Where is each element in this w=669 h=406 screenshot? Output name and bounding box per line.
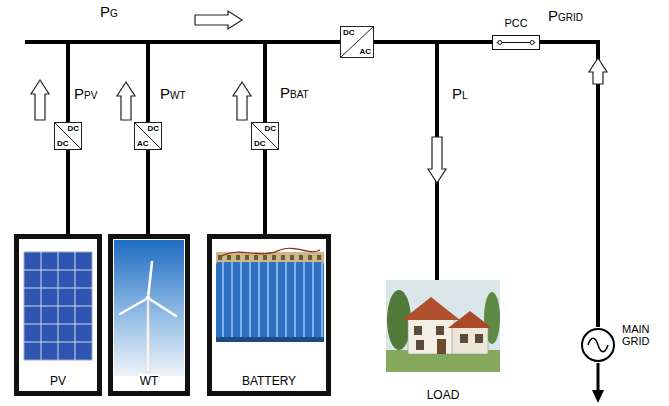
house-picture [386, 280, 500, 372]
dc-dc-converter: DC DC [251, 122, 279, 150]
node-text: DC [147, 124, 159, 133]
power-line [263, 150, 267, 234]
node-text: DC [57, 139, 69, 148]
house-picture [414, 326, 422, 335]
converter-diagonal [55, 123, 81, 149]
battery-box: BATTERY [207, 234, 331, 396]
grid-ground-arrow [592, 363, 604, 403]
wind-turbine-picture [148, 298, 176, 316]
pv-panel-picture [24, 252, 92, 360]
node-text: LOAD [427, 388, 460, 402]
grid-ground-arrow [592, 390, 604, 403]
power-label: PBAT [280, 85, 309, 103]
power-line [146, 150, 150, 234]
pv-panel-picture [24, 252, 92, 360]
power-line [148, 42, 340, 122]
battery-picture [216, 337, 324, 342]
power-flow-arrow [233, 82, 251, 120]
node-text: PV [48, 374, 68, 388]
power-line [540, 42, 598, 327]
bus-extension [25, 40, 68, 44]
wind-turbine-box: WT [108, 234, 190, 396]
pcc-switch: PCC [492, 35, 540, 50]
power-flow-arrow [31, 80, 49, 120]
house-picture [386, 280, 500, 372]
dc-dc-converter: DC DC [54, 122, 82, 150]
power-label: PWT [160, 86, 186, 104]
power-line [374, 42, 437, 280]
pv-panel-picture [24, 270, 92, 271]
node-text: DC [343, 28, 355, 37]
node-text: DC [254, 139, 266, 148]
fuse-symbol [493, 36, 539, 49]
wind-turbine-picture [120, 262, 176, 316]
battery-picture [216, 262, 324, 340]
node-text: PCC [493, 17, 539, 30]
node-text: AC [137, 139, 149, 148]
house-picture [475, 334, 483, 343]
load-house: LOAD [386, 280, 500, 402]
pv-panel-picture [24, 342, 92, 343]
wind-turbine-picture [146, 300, 150, 372]
battery-picture [222, 248, 320, 256]
node-text: MAIN GRID [622, 323, 666, 347]
fuse-symbol [497, 42, 536, 43]
ac-source-symbol [580, 327, 616, 363]
wind-turbine-picture [146, 296, 151, 301]
converter-diagonal [135, 123, 161, 149]
fuse-symbol [530, 41, 534, 45]
fuse-symbol [498, 41, 502, 45]
node-text: BATTERY [240, 374, 298, 388]
house-picture [436, 326, 444, 335]
wind-turbine-picture [114, 240, 184, 376]
house-picture [437, 339, 446, 354]
house-picture [416, 340, 424, 350]
power-label: PG [100, 4, 118, 22]
ac-source-symbol [588, 338, 608, 352]
converter-diagonal [341, 27, 373, 57]
converter-diagonal [252, 123, 278, 149]
power-flow-arrow [117, 82, 135, 120]
house-picture [452, 326, 488, 354]
power-flow-arrow [589, 58, 607, 84]
power-flow-arrow [31, 11, 607, 183]
wind-turbine-picture [148, 262, 152, 298]
main-grid-source: MAIN GRID [580, 327, 616, 363]
power-flow-arrow [195, 11, 242, 29]
node-text: WT [138, 374, 161, 388]
power-line [374, 40, 492, 44]
power-label: PPV [74, 86, 97, 104]
power-line [68, 42, 340, 122]
node-text: DC [67, 124, 79, 133]
bus-extension [25, 42, 68, 43]
power-label: PGRID [548, 8, 583, 26]
pv-panel-picture [24, 306, 92, 307]
dc-ac-inverter: DC AC [340, 26, 374, 58]
wind-turbine-picture [114, 240, 184, 376]
house-picture [402, 297, 460, 320]
pv-panel-picture [24, 324, 92, 325]
wind-turbine-picture [120, 298, 148, 314]
grid-ground-arrow [597, 363, 600, 392]
node-text: DC [264, 124, 276, 133]
node-text: AC [359, 47, 371, 56]
dc-ac-converter: DC AC [134, 122, 162, 150]
house-picture [460, 334, 468, 343]
pv-panel-picture [24, 288, 92, 289]
battery-picture [216, 248, 324, 342]
pv-source-box: PV [14, 234, 102, 396]
house-picture [408, 318, 454, 354]
house-picture [448, 311, 492, 328]
power-label: PL [452, 86, 468, 104]
power-line [66, 150, 70, 234]
power-flow-arrow [428, 137, 446, 183]
ac-source-symbol [582, 329, 614, 361]
power-line [265, 42, 340, 122]
pv-panel-picture [24, 252, 92, 360]
